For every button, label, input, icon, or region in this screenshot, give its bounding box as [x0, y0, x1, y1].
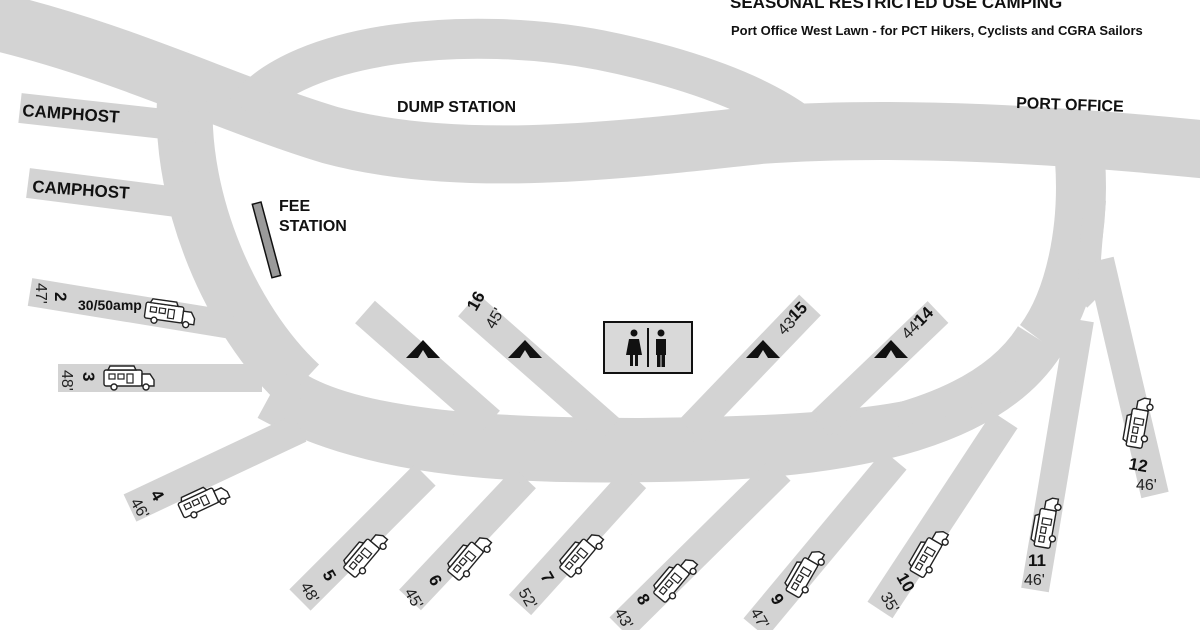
amp-label: 30/50amp: [78, 297, 142, 313]
site-length: 47': [32, 283, 49, 304]
site-4-spur: [123, 414, 307, 522]
site-length: 46': [1024, 572, 1045, 589]
loop-inner-curve: [293, 361, 1019, 442]
camphost-2-spur: [26, 168, 202, 220]
site-5-spur: [289, 464, 436, 611]
site-14-spur: [679, 294, 821, 441]
site-length: 48': [58, 370, 75, 391]
fee-station-post: [251, 201, 282, 279]
camphost-1-spur: [18, 93, 202, 143]
dump-station-label: DUMP STATION: [397, 99, 516, 116]
header-subtitle: Port Office West Lawn - for PCT Hikers, …: [731, 23, 1143, 38]
site-10-spur: [867, 411, 1018, 619]
site-length: 46': [1136, 477, 1157, 494]
fee-station-label-2: STATION: [279, 218, 347, 235]
site-number: 12: [1127, 454, 1149, 476]
site-8-spur: [609, 459, 791, 630]
tent-icon: [406, 340, 440, 358]
restroom-icon: [603, 321, 693, 374]
tent-icon: [508, 340, 542, 358]
tent-icon: [874, 340, 908, 358]
rv-site-8[interactable]: 8 43': [611, 550, 702, 630]
dump-station-loop: [229, 18, 812, 142]
site-2-spur: [27, 278, 235, 339]
tent-site-16[interactable]: [406, 340, 440, 358]
rv-site-9[interactable]: 9 47': [747, 543, 829, 630]
rv-site-11[interactable]: 11 46': [1024, 495, 1064, 589]
site-number: 11: [1028, 551, 1046, 570]
rv-site-12[interactable]: 12 46': [1121, 395, 1157, 494]
main-road: [0, 0, 1200, 184]
site-12-spur: [1086, 256, 1169, 499]
loop-east-road: [1019, 158, 1106, 355]
site-number: 3: [79, 372, 98, 381]
site-6-spur: [399, 467, 536, 611]
tent-icon: [746, 340, 780, 358]
rv-site-2[interactable]: 47' 2 30/50amp: [32, 283, 198, 330]
port-office-label: PORT OFFICE: [1016, 95, 1124, 116]
site-16-spur: [355, 300, 500, 434]
fee-station-label-1: FEE: [279, 198, 310, 215]
site-15-spur: [458, 293, 620, 442]
rv-site-3[interactable]: 48' 3: [58, 365, 155, 391]
header-title: SEASONAL RESTRICTED USE CAMPING: [730, 0, 1062, 12]
site-7-spur: [508, 467, 647, 616]
site-13-spur: [809, 301, 949, 436]
site-9-spur: [743, 450, 907, 630]
site-number: 2: [51, 292, 70, 301]
